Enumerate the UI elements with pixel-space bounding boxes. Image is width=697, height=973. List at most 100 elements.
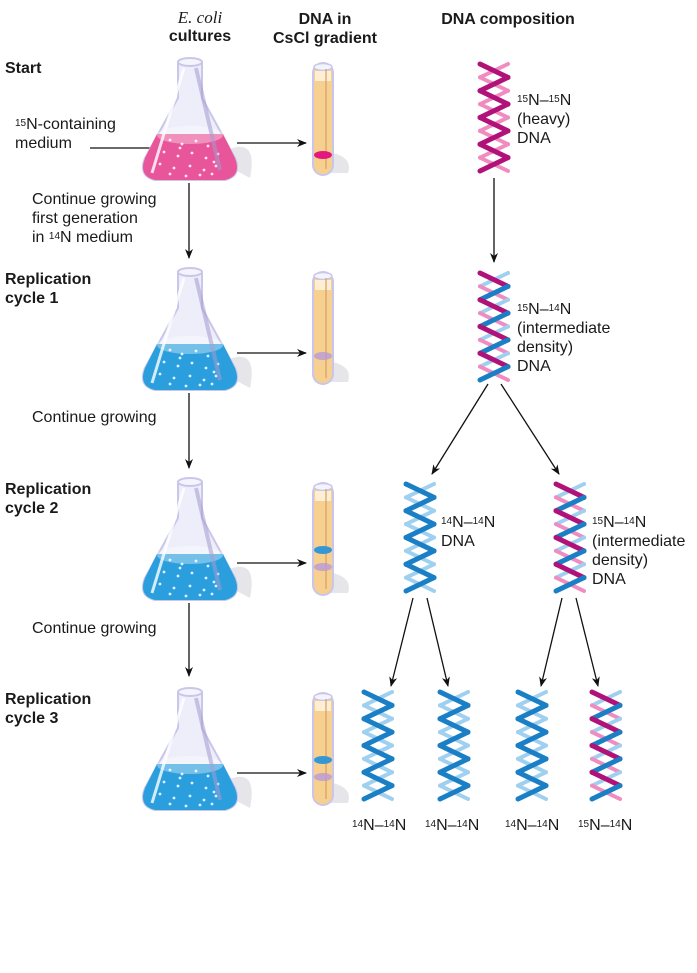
medium-annotation: 15N-containing medium (15, 115, 116, 153)
bacterium-dot (198, 383, 202, 387)
bacterium-dot (168, 592, 172, 596)
bacterium-dot (202, 588, 206, 592)
bacterium-dot (168, 348, 172, 352)
bacterium-dot (162, 360, 166, 364)
dna-helix-icon (403, 481, 437, 594)
flask-highlight (150, 697, 186, 804)
bacterium-dot (212, 370, 216, 374)
bacterium-dot (198, 173, 202, 177)
stage-label-start: Start (5, 59, 41, 78)
bacterium-dot (168, 558, 172, 562)
dna-strand-front (553, 575, 587, 594)
transition-note-2: Continue growing (32, 409, 157, 426)
medium-annotation-text: N-containing (26, 116, 116, 133)
bacterium-dot (210, 802, 214, 806)
dna-band-light (314, 756, 332, 764)
dna-label-start-line3: DNA (517, 130, 551, 147)
dna-strand-front (361, 783, 395, 802)
bacterium-dot (188, 794, 192, 798)
bacterium-dot (212, 790, 216, 794)
dna-label-cycle-2-right-line4: DNA (592, 571, 626, 588)
bacterium-dot (176, 574, 180, 578)
dna-label-cycle-2-right-line2: (intermediate (592, 533, 686, 550)
dna-label-cycle-3-3: 14N–14N (505, 817, 560, 834)
bacterium-dot (198, 593, 202, 597)
dna-strand-front (477, 364, 511, 383)
dna-helix-icon (361, 689, 395, 802)
bacterium-dot (190, 361, 194, 365)
flask-reflection (194, 277, 222, 381)
medium-annotation-line2: medium (15, 135, 72, 152)
tube-top-space (315, 280, 331, 290)
bacterium-dot (190, 781, 194, 785)
bacterium-dot (214, 164, 218, 168)
header-cultures: E. coli cultures (150, 8, 250, 46)
gradient-tube-icon (312, 482, 334, 596)
bacterium-dot (214, 374, 218, 378)
bacterium-dot (202, 168, 206, 172)
bacterium-dot (168, 768, 172, 772)
bacterium-dot (172, 586, 176, 590)
bacterium-dot (176, 154, 180, 158)
flask-medium-surface (157, 126, 223, 144)
dna-arrow-c2r-2 (575, 597, 600, 687)
gradient-tube-icon (312, 62, 334, 176)
flask-rim (177, 477, 203, 487)
tube-rim (313, 62, 333, 72)
bacterium-dot (204, 576, 208, 580)
dna-arrow-cycle1-left (431, 383, 489, 475)
dna-band-heavy (314, 151, 332, 159)
bacterium-dot (162, 780, 166, 784)
bacterium-dot (194, 559, 198, 563)
stage-label-cycle-1-line1: Replication (5, 271, 92, 288)
dna-label-cycle-2-right: 15N–14N (intermediate density) DNA (592, 514, 686, 588)
flask-icon (142, 267, 238, 391)
header-cultures-label: cultures (168, 28, 232, 45)
bacterium-dot (176, 784, 180, 788)
transition-note-1-line2: first generation (32, 210, 138, 227)
bacterium-dot (180, 352, 184, 356)
flask-icon (142, 57, 238, 181)
stage-label-cycle-2-line1: Replication (5, 481, 92, 498)
transition-note-1: Continue growing first generation in 14N… (32, 190, 157, 247)
bacterium-dot (178, 146, 182, 150)
flask-icon (142, 687, 238, 811)
flask-highlight (150, 67, 186, 174)
flask-medium-surface (157, 546, 223, 564)
stage-label-cycle-3: Replication cycle 3 (5, 690, 91, 728)
flask-medium-surface (157, 336, 223, 354)
bacterium-dot (178, 776, 182, 780)
bacterium-dot (162, 570, 166, 574)
stage-label-cycle-3-line1: Replication (5, 691, 92, 708)
tube-top-space (315, 701, 331, 711)
bacterium-dot (158, 582, 162, 586)
bacterium-dot (176, 364, 180, 368)
bacterium-dot (162, 150, 166, 154)
header-gradient: DNA in CsCl gradient (265, 10, 385, 48)
dna-label-cycle-1: 15N–14N (intermediate density) DNA (517, 301, 611, 375)
bacterium-dot (184, 804, 188, 808)
dna-band-light (314, 546, 332, 554)
header-cultures-species: E. coli (177, 8, 223, 27)
stage-label-start-text: Start (5, 60, 42, 77)
bacterium-dot (178, 566, 182, 570)
dna-label-cycle-3-4: 15N–14N (578, 817, 633, 834)
dna-helix-icon (589, 689, 623, 802)
stage-label-cycle-2: Replication cycle 2 (5, 480, 91, 518)
flask-reflection (194, 67, 222, 171)
dna-arrow-cycle1-right (500, 383, 560, 475)
tube-rim (313, 271, 333, 281)
dna-arrow-c2l-2 (426, 597, 450, 687)
bacterium-dot (188, 164, 192, 168)
dna-label-cycle-1-line3: density) (517, 339, 574, 356)
bacterium-dot (168, 802, 172, 806)
bacterium-dot (158, 792, 162, 796)
bacterium-dot (184, 174, 188, 178)
bacterium-dot (210, 382, 214, 386)
flask-icon (142, 477, 238, 601)
bacterium-dot (178, 356, 182, 360)
bacterium-dot (190, 571, 194, 575)
bacterium-dot (168, 138, 172, 142)
bacterium-dot (180, 562, 184, 566)
